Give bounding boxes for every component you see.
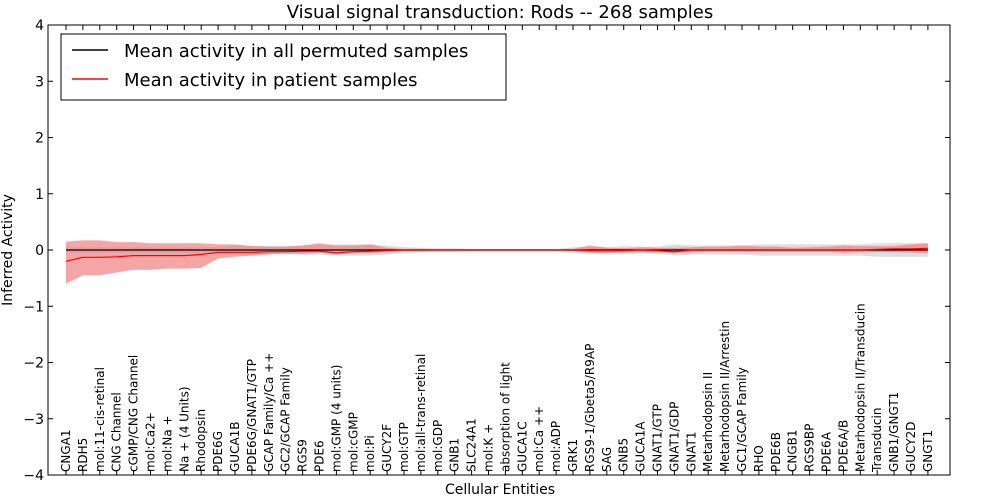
x-tick-label: mol:GTP [397, 422, 411, 472]
legend-label-permuted: Mean activity in all permuted samples [124, 41, 468, 62]
x-tick-label: RGS9-1/Gbeta5/R9AP [583, 344, 597, 472]
x-tick-label: cGMP/CNG Channel [127, 355, 141, 472]
x-tick-label: GRK1 [566, 439, 580, 472]
x-tick-label: PDE6B [769, 432, 783, 472]
x-tick-label: Rhodopsin [194, 409, 208, 472]
x-tick-label: Transducin [870, 408, 884, 473]
y-tick-label: −1 [23, 299, 44, 315]
y-tick-label: −4 [23, 468, 44, 484]
x-tick-label: mol:GDP [431, 420, 445, 472]
legend-label-patient: Mean activity in patient samples [124, 70, 418, 91]
x-tick-label: GUCA1B [228, 421, 242, 472]
x-tick-label: GNAT1 [684, 431, 698, 472]
x-tick-label: Metarhodopsin II [701, 372, 715, 472]
y-tick-label: 2 [35, 131, 44, 147]
chart-title: Visual signal transduction: Rods -- 268 … [287, 2, 714, 23]
x-tick-label: CNG Channel [110, 392, 124, 472]
x-tick-label: PDE6A/B [836, 420, 850, 472]
x-tick-label: mol:Ca ++ [532, 406, 546, 472]
x-tick-label: GNAT1/GDP [667, 402, 681, 472]
y-tick-label: −2 [23, 356, 44, 372]
x-tick-label: GUCA1A [634, 421, 648, 472]
y-tick-label: −3 [23, 412, 44, 428]
y-tick-label: 4 [35, 18, 44, 34]
patient-mean-line [65, 247, 928, 262]
x-tick-label: mol:K + [482, 424, 496, 472]
x-tick-label: CNGA1 [59, 430, 73, 473]
x-tick-label: GNB1 [448, 438, 462, 472]
plot-frame [47, 24, 951, 476]
x-axis-label: Cellular Entities [445, 482, 555, 498]
x-tick-label: GNGT1 [921, 430, 935, 472]
x-tick-label: CNGB1 [786, 429, 800, 472]
x-tick-label: mol:Ca2+ [144, 412, 158, 472]
y-axis-label: Inferred Activity [0, 194, 16, 306]
x-tick-label: GNB1/GNGT1 [887, 392, 901, 472]
x-tick-label: GUCY2D [904, 422, 918, 472]
x-tick-label: Metarhodopsin II/Arrestin [718, 321, 732, 472]
x-tick-label: mol:GMP (4 units) [329, 365, 343, 472]
x-tick-label: RGS9BP [803, 424, 817, 472]
x-tick-label: PDE6G [211, 431, 225, 472]
x-tick-label: mol:all-trans-retinal [414, 354, 428, 472]
legend: Mean activity in all permuted samples Me… [60, 33, 507, 101]
y-tick-label: 0 [35, 243, 44, 259]
x-tick-label: Metarhodopsin II/Transducin [853, 303, 867, 472]
x-tick-label: GC2/GCAP Family [279, 367, 293, 472]
x-tick-label: RHO [752, 445, 766, 472]
y-tick-label: 1 [35, 187, 44, 203]
x-tick-label: absorption of light [498, 362, 512, 472]
x-tick-label: mol:11-cis-retinal [93, 367, 107, 472]
x-tick-label: RGS9 [296, 439, 310, 472]
x-tick-label: Na + (4 Units) [177, 386, 191, 472]
x-tick-label: GC1/GCAP Family [735, 367, 749, 472]
x-tick-label: PDE6A [820, 431, 834, 472]
x-tick-label: mol:Na + [160, 415, 174, 472]
confidence-bands [66, 240, 928, 284]
x-tick-label: GNAT1/GTP [651, 404, 665, 472]
x-tick-label: RDH5 [76, 438, 90, 472]
legend-box [60, 33, 507, 101]
x-tick-label: mol:Pi [363, 435, 377, 472]
x-tick-label: GUCA1C [515, 421, 529, 472]
x-tick-label: SLC24A1 [465, 418, 479, 472]
x-tick-label: PDE6 [313, 440, 327, 472]
x-tick-label: PDE6G/GNAT1/GTP [245, 359, 259, 472]
y-tick-label: 3 [35, 74, 44, 90]
series-lines [65, 247, 928, 262]
x-tick-label: GUCY2F [380, 424, 394, 472]
x-tick-label: SAG [600, 447, 614, 472]
x-tick-label: GCAP Family/Ca ++ [262, 353, 276, 472]
x-tick-label: GNB5 [617, 438, 631, 472]
x-tick-label: mol:cGMP [346, 412, 360, 472]
x-tick-label: mol:ADP [549, 421, 563, 472]
